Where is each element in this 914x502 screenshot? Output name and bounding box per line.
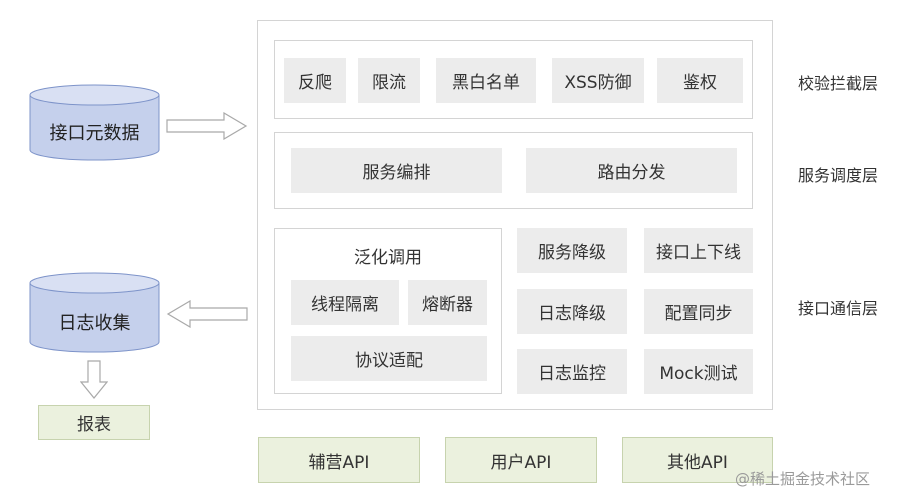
validation-item: 鉴权 xyxy=(657,58,743,103)
validation-item: 限流 xyxy=(358,58,420,103)
generalized-item: 协议适配 xyxy=(291,336,487,381)
arrow-left-icon xyxy=(166,300,248,328)
cylinder-shape xyxy=(29,272,160,353)
generalized-item: 熔断器 xyxy=(408,280,487,325)
api-box: 用户API xyxy=(445,437,597,483)
cylinder-shape xyxy=(29,84,160,161)
arrow-right-icon xyxy=(166,112,248,140)
metadata-label: 接口元数据 xyxy=(49,123,140,144)
log-collect-label: 日志收集 xyxy=(58,313,131,334)
arrow-down-icon xyxy=(80,360,108,399)
scheduling-item: 路由分发 xyxy=(526,148,737,193)
generalized-call-title: 泛化调用 xyxy=(354,247,422,268)
communication-item: 日志降级 xyxy=(517,289,627,334)
communication-item: 接口上下线 xyxy=(644,228,753,273)
scheduling-item: 服务编排 xyxy=(291,148,502,193)
communication-item: 服务降级 xyxy=(517,228,627,273)
metadata-cylinder: 接口元数据 xyxy=(29,84,160,162)
log-collect-cylinder: 日志收集 xyxy=(29,272,160,354)
scheduling-layer-label: 服务调度层 xyxy=(798,166,879,185)
watermark: @稀土掘金技术社区 xyxy=(735,470,871,488)
report-box: 报表 xyxy=(38,405,150,440)
validation-layer-label: 校验拦截层 xyxy=(798,74,879,93)
validation-item: 反爬 xyxy=(284,58,346,103)
communication-item: 日志监控 xyxy=(517,349,627,394)
communication-layer-label: 接口通信层 xyxy=(798,299,879,318)
validation-item: XSS防御 xyxy=(552,58,644,103)
validation-item: 黑白名单 xyxy=(436,58,536,103)
api-box: 辅营API xyxy=(258,437,420,483)
generalized-item: 线程隔离 xyxy=(291,280,399,325)
communication-item: 配置同步 xyxy=(644,289,753,334)
communication-item: Mock测试 xyxy=(644,349,753,394)
api-box: 其他API xyxy=(622,437,773,483)
